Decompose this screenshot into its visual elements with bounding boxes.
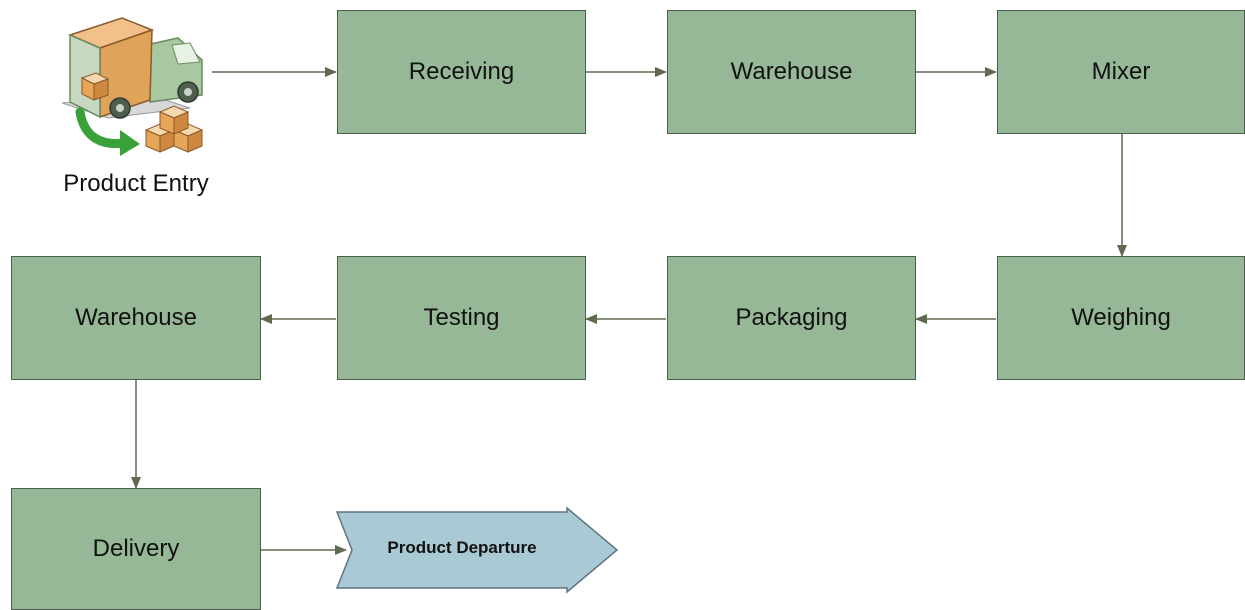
step-receiving: Receiving (337, 10, 586, 134)
step-mixer-label: Mixer (1091, 58, 1151, 85)
step-delivery-label: Delivery (92, 535, 180, 562)
step-packaging: Packaging (667, 256, 916, 380)
departure-arrow-shape (335, 506, 619, 594)
step-receiving-label: Receiving (408, 58, 515, 85)
step-testing-label: Testing (423, 304, 500, 331)
step-weighing-label: Weighing (1071, 304, 1171, 331)
step-mixer: Mixer (997, 10, 1245, 134)
step-warehouse-intake: Warehouse (667, 10, 916, 134)
product-entry-label: Product Entry (63, 170, 209, 197)
step-weighing: Weighing (997, 256, 1245, 380)
step-warehouse-output-label: Warehouse (75, 304, 197, 331)
step-testing: Testing (337, 256, 586, 380)
step-warehouse-intake-label: Warehouse (730, 58, 853, 85)
delivery-truck-icon (61, 17, 204, 156)
step-packaging-label: Packaging (735, 304, 848, 331)
step-warehouse-output: Warehouse (11, 256, 261, 380)
product-departure-label: Product Departure (387, 538, 537, 557)
step-delivery: Delivery (11, 488, 261, 610)
